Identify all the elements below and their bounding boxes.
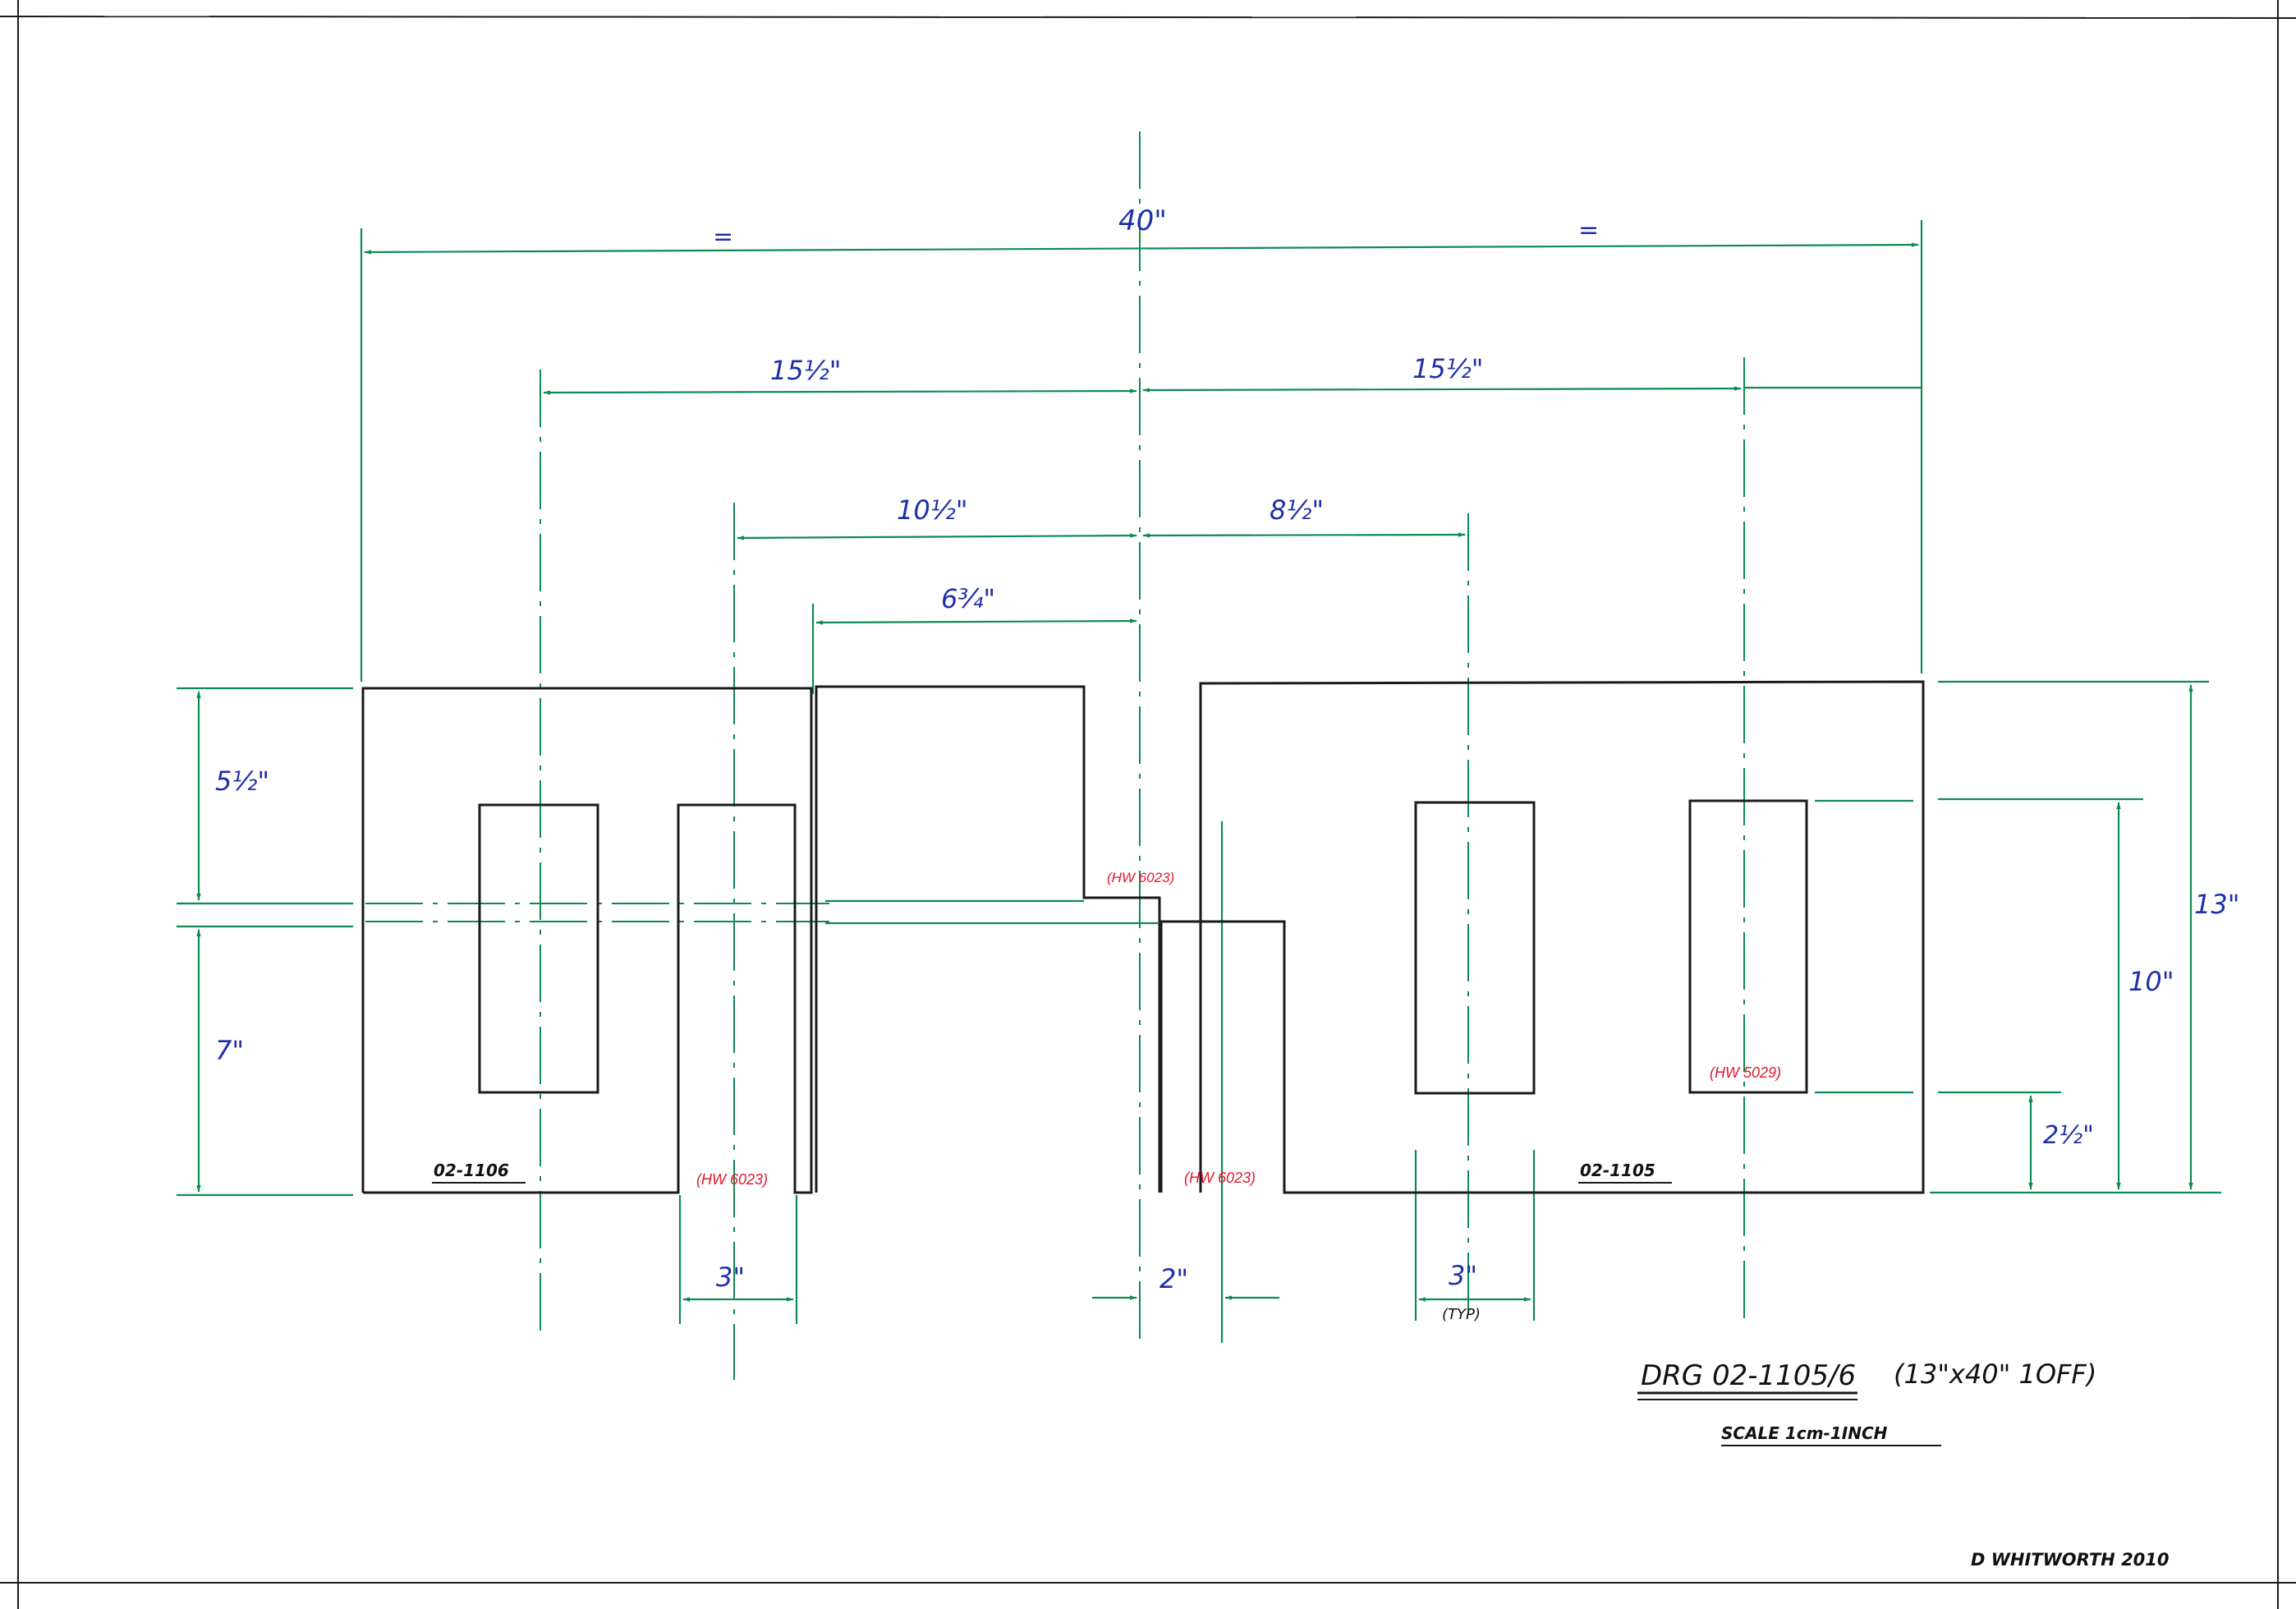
dim-overall-width: 40" — [1118, 205, 1167, 237]
ref-bottom-mid: (HW 6023) — [1184, 1170, 1256, 1186]
dim-left-outer: 15½" — [770, 355, 841, 386]
panel-outline-middle — [815, 685, 1161, 1193]
ref-top: (HW 6023) — [1107, 870, 1174, 885]
dim-right-width: 3" — [1449, 1260, 1477, 1291]
dim-upper-height: 5½" — [215, 765, 269, 797]
panel-outline-left — [361, 687, 813, 1194]
panel-outline-right — [1159, 680, 1925, 1194]
dim-center-offset: 6¾" — [941, 583, 995, 614]
ref-bottom-left: (HW 6023) — [696, 1171, 768, 1188]
dim-sill-height: 2½" — [2043, 1121, 2094, 1150]
reference-labels: (HW 6023) (HW 6023) (HW 6023) (HW 5029) — [696, 870, 1781, 1188]
dim-left-width: 3" — [716, 1262, 745, 1293]
dim-typical: (TYP) — [1442, 1306, 1481, 1323]
part-label-right: 02-1105 — [1580, 1161, 1655, 1180]
dimension-lines — [177, 131, 2221, 1380]
dim-window-height: 10" — [2128, 966, 2174, 997]
drawing-author: D WHITWORTH 2010 — [1971, 1550, 2170, 1570]
dim-lower-height: 7" — [215, 1035, 244, 1066]
dim-left-inner: 10½" — [897, 494, 967, 526]
title-block: DRG 02-1105/6 (13"x40" 1OFF) SCALE 1cm-1… — [1637, 1358, 2170, 1570]
part-labels: 02-1106 02-1105 — [432, 1161, 1672, 1184]
drawing-scale: SCALE 1cm-1INCH — [1721, 1423, 1888, 1443]
ref-right: (HW 5029) — [1710, 1064, 1781, 1081]
drawing-number: DRG 02-1105/6 — [1641, 1359, 1856, 1392]
dim-right-outer: 15½" — [1412, 353, 1483, 384]
part-label-left: 02-1106 — [434, 1161, 509, 1180]
dim-total-height: 13" — [2194, 889, 2239, 920]
dimension-labels: 40" = = 15½" 15½" 10½" 8½" 6¾" 5½" 7" 13… — [215, 205, 2239, 1323]
dim-equal-left: = — [713, 223, 733, 251]
drawing-size: (13"x40" 1OFF) — [1894, 1358, 2096, 1390]
dim-right-inner: 8½" — [1270, 494, 1324, 526]
dim-equal-right: = — [1578, 216, 1599, 245]
dim-gap: 2" — [1159, 1263, 1188, 1294]
